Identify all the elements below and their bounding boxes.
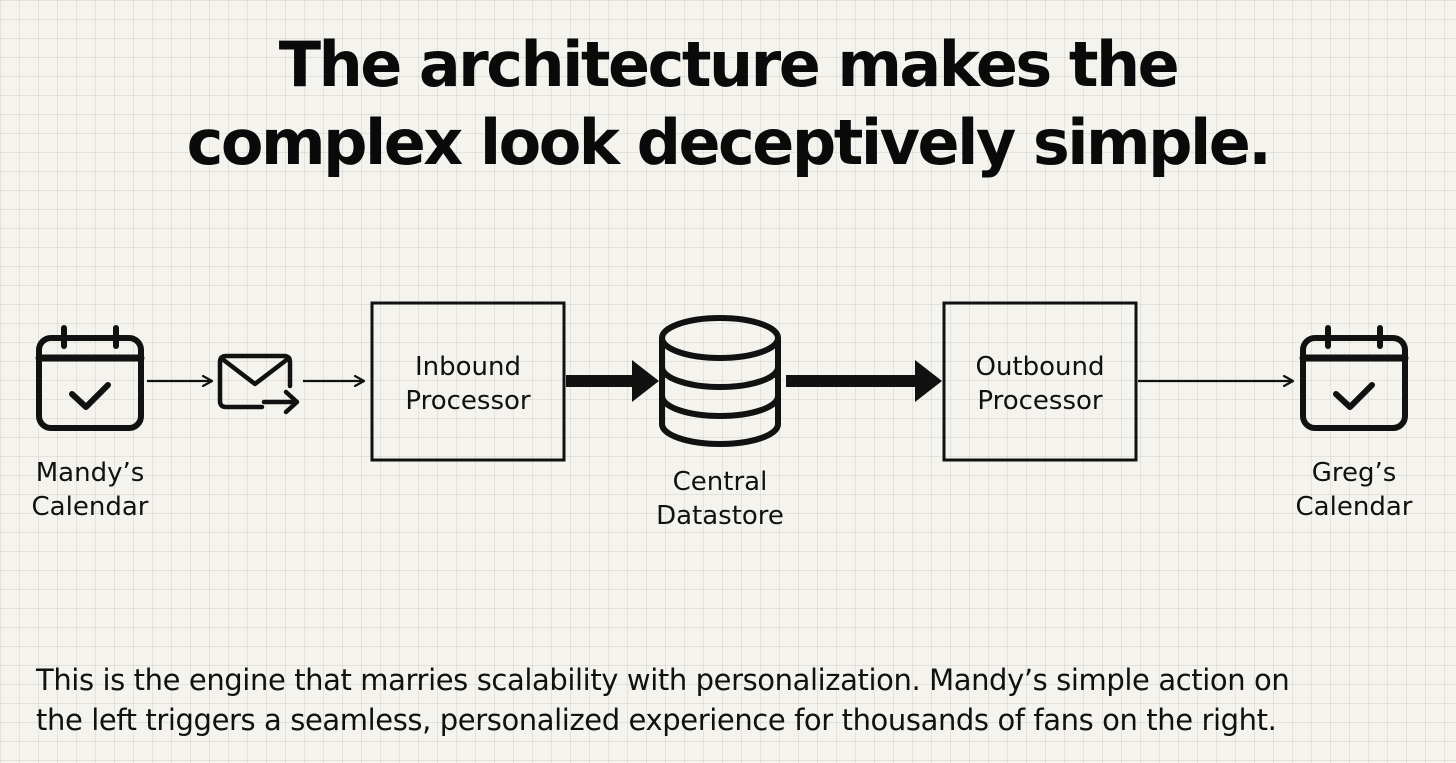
title-line-2: complex look deceptively simple. — [186, 106, 1272, 179]
arrow-inbound-to-datastore — [566, 360, 659, 402]
greg-calendar-icon — [1299, 325, 1409, 431]
mandy-calendar-label: Mandy’s Calendar — [0, 456, 180, 524]
outbound-processor-label-line-2: Processor — [977, 386, 1103, 416]
caption-line-2: the left triggers a seamless, personaliz… — [36, 703, 1277, 737]
arrow-datastore-to-outbound — [786, 360, 942, 402]
outbound-processor-label-line-1: Outbound — [975, 352, 1105, 382]
database-icon — [659, 315, 781, 447]
outbound-processor-box — [942, 301, 1138, 462]
mandy-calendar-icon — [35, 325, 145, 431]
inbound-processor-label: Inbound Processor — [372, 350, 564, 418]
inbound-processor-label-line-2: Processor — [405, 386, 531, 416]
outbound-processor-label: Outbound Processor — [944, 350, 1136, 418]
title-line-1: The architecture makes the — [278, 28, 1180, 101]
diagram-caption: This is the engine that marries scalabil… — [36, 660, 1436, 740]
diagram-title: The architecture makes the complex look … — [0, 26, 1456, 182]
mandy-calendar-label-line-1: Mandy’s — [35, 458, 145, 488]
central-datastore-label-line-1: Central — [672, 467, 768, 497]
greg-calendar-label-line-2: Calendar — [1295, 492, 1413, 522]
inbound-processor-box — [370, 301, 566, 462]
email-forward-icon — [217, 353, 300, 415]
greg-calendar-label: Greg’s Calendar — [1264, 456, 1444, 524]
mandy-calendar-label-line-2: Calendar — [31, 492, 149, 522]
inbound-processor-label-line-1: Inbound — [414, 352, 522, 382]
central-datastore-label-line-2: Datastore — [656, 501, 784, 531]
greg-calendar-label-line-1: Greg’s — [1311, 458, 1397, 488]
caption-line-1: This is the engine that marries scalabil… — [36, 663, 1290, 697]
central-datastore-label: Central Datastore — [620, 465, 820, 533]
